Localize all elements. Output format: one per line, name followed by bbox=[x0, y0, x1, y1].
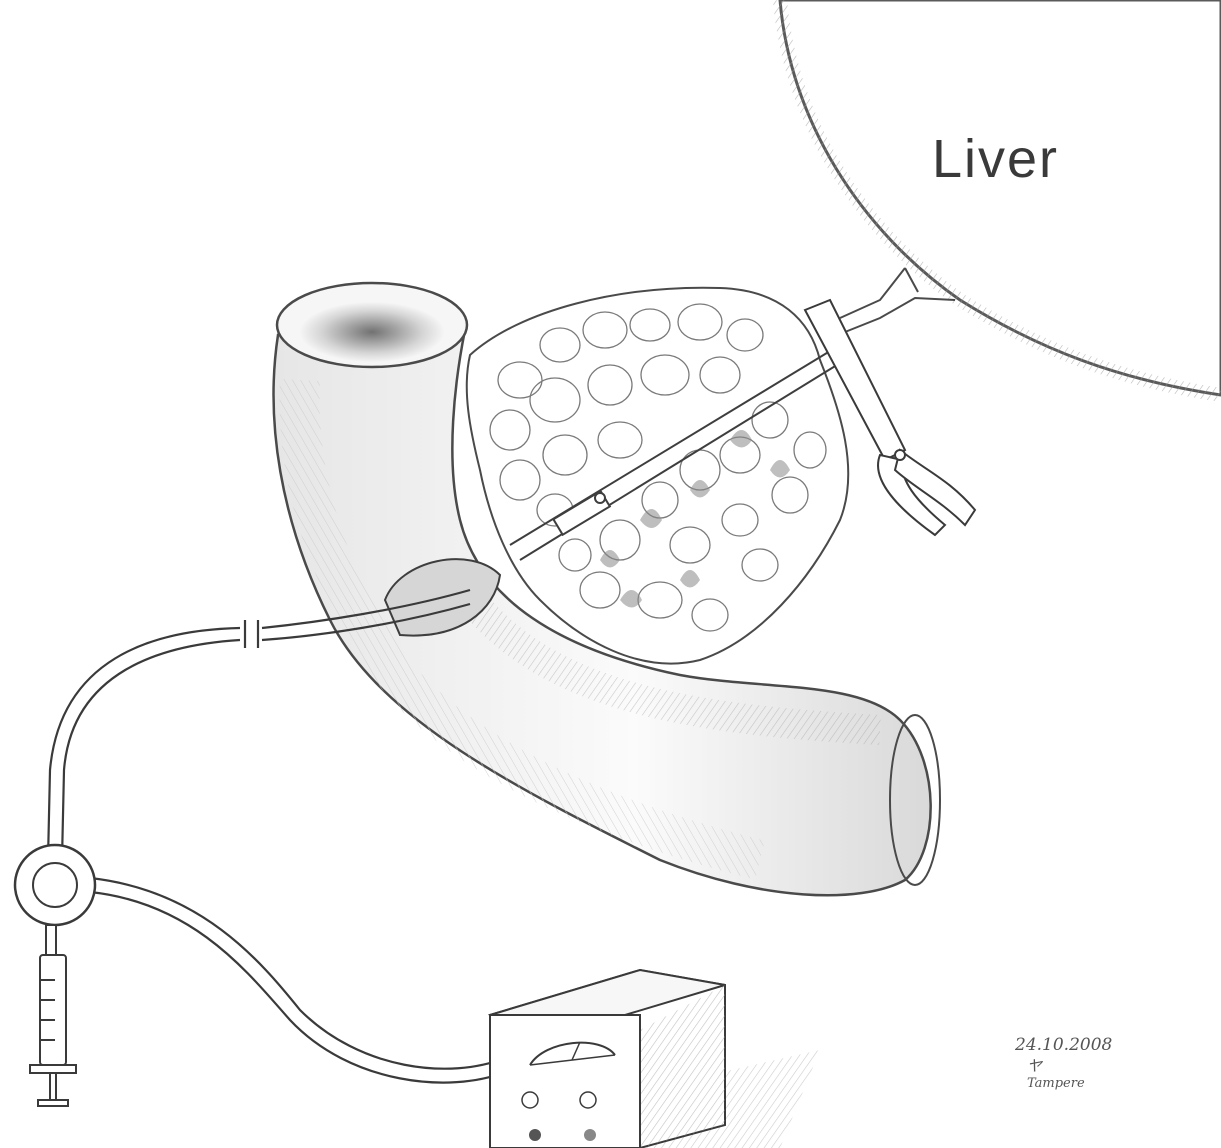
ring-connector bbox=[15, 845, 95, 925]
pressure-monitor bbox=[490, 970, 820, 1148]
syringe bbox=[30, 925, 76, 1106]
signature-date: 24.10.2008 bbox=[1015, 1035, 1125, 1055]
liver-label: Liver bbox=[932, 128, 1059, 190]
artist-signature: 24.10.2008 ヤ Tampere bbox=[1015, 1035, 1125, 1091]
signature-initials: ヤ bbox=[1027, 1055, 1125, 1076]
signature-place: Tampere bbox=[1027, 1076, 1125, 1091]
